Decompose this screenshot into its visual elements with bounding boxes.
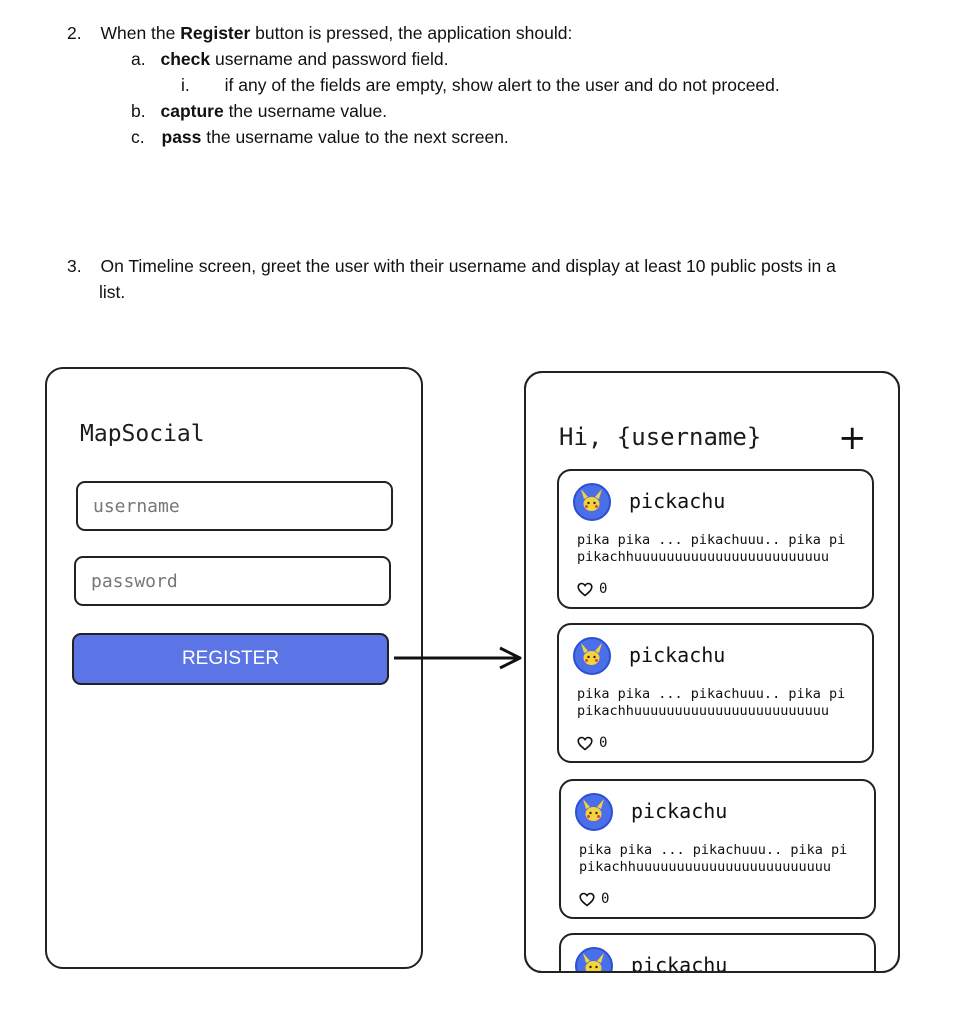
requirement-2: 2. When the Register button is pressed, … — [67, 20, 572, 46]
requirement-2c-letter: c. — [131, 127, 145, 147]
requirement-2-post: button is pressed, the application shoul… — [250, 23, 573, 43]
post-username: pickachu — [629, 643, 726, 667]
requirement-2b: b. capture the username value. — [131, 98, 387, 124]
requirement-2a-i: i. if any of the fields are empty, show … — [181, 72, 780, 98]
requirement-2a-letter: a. — [131, 49, 146, 69]
avatar — [573, 483, 611, 521]
post-card[interactable]: pickachu pika pika ... pikachuuu.. pika … — [557, 469, 874, 609]
like-button[interactable]: 0 — [579, 891, 609, 907]
requirement-2b-letter: b. — [131, 101, 146, 121]
requirement-2a-i-letter: i. — [181, 75, 190, 95]
requirement-2a: a. check username and password field. — [131, 46, 448, 72]
post-text-line2: pikachhuuuuuuuuuuuuuuuuuuuuuuuu — [579, 859, 831, 875]
requirement-2a-rest: username and password field. — [210, 49, 449, 69]
post-text-line2: pikachhuuuuuuuuuuuuuuuuuuuuuuuu — [577, 703, 829, 719]
pikachu-icon — [583, 799, 604, 821]
avatar — [573, 637, 611, 675]
requirement-3-cont: list. — [99, 279, 125, 305]
requirement-2-bold: Register — [180, 23, 251, 43]
post-card[interactable]: pickachu pika pika ... pikachuuu.. pika … — [557, 623, 874, 763]
like-count: 0 — [601, 891, 610, 907]
avatar — [575, 947, 613, 973]
post-text-line1: pika pika ... pikachuuu.. pika pi — [579, 842, 848, 858]
avatar — [575, 793, 613, 831]
post-card[interactable]: pickachu pika pika ... pikachuuu.. pika … — [559, 779, 876, 919]
like-count: 0 — [599, 581, 608, 597]
heart-icon — [577, 736, 593, 751]
greeting: Hi, {username} — [559, 423, 762, 451]
arrow-head — [499, 646, 522, 670]
app-title: MapSocial — [80, 421, 205, 447]
add-post-icon[interactable]: + — [838, 418, 867, 458]
timeline-screen-content: Hi, {username} + pickachu pika pika ... … — [524, 371, 900, 973]
like-button[interactable]: 0 — [577, 735, 607, 751]
requirement-2a-i-text: if any of the fields are empty, show ale… — [224, 75, 780, 95]
post-text-line2: pikachhuuuuuuuuuuuuuuuuuuuuuuuu — [577, 549, 829, 565]
like-button[interactable]: 0 — [577, 581, 607, 597]
password-input[interactable]: password — [74, 556, 391, 606]
requirement-2c: c. pass the username value to the next s… — [131, 124, 509, 150]
like-count: 0 — [599, 735, 608, 751]
requirement-3-line1: On Timeline screen, greet the user with … — [100, 256, 836, 276]
requirement-2a-bold: check — [160, 49, 211, 69]
requirement-2c-text: pass the username value to the next scre… — [162, 127, 509, 147]
pikachu-icon — [581, 489, 602, 511]
post-username: pickachu — [631, 953, 728, 973]
requirement-2b-rest: the username value. — [223, 101, 388, 121]
pikachu-icon — [581, 643, 602, 665]
requirement-3: 3. On Timeline screen, greet the user wi… — [67, 253, 836, 279]
requirement-2b-text: capture the username value. — [160, 101, 387, 121]
requirement-3-number: 3. — [67, 256, 82, 276]
requirement-2b-bold: capture — [160, 101, 224, 121]
requirement-3-line2: list. — [99, 282, 126, 302]
post-text-line1: pika pika ... pikachuuu.. pika pi — [577, 532, 846, 548]
heart-icon — [577, 582, 593, 597]
requirement-2-text: When the Register button is pressed, the… — [100, 23, 572, 43]
post-text-line1: pika pika ... pikachuuu.. pika pi — [577, 686, 846, 702]
requirement-2a-text: check username and password field. — [160, 49, 448, 69]
register-button[interactable]: REGISTER — [72, 633, 389, 685]
username-input[interactable]: username — [76, 481, 393, 531]
post-username: pickachu — [629, 489, 726, 513]
pikachu-icon — [583, 953, 604, 973]
requirement-2c-bold: pass — [161, 127, 202, 147]
requirement-2-pre: When the — [100, 23, 181, 43]
post-card[interactable]: pickachu — [559, 933, 876, 973]
heart-icon — [579, 892, 595, 907]
navigation-arrow — [394, 646, 522, 670]
requirement-2c-rest: the username value to the next screen. — [201, 127, 509, 147]
requirement-2-number: 2. — [67, 23, 82, 43]
post-username: pickachu — [631, 799, 728, 823]
